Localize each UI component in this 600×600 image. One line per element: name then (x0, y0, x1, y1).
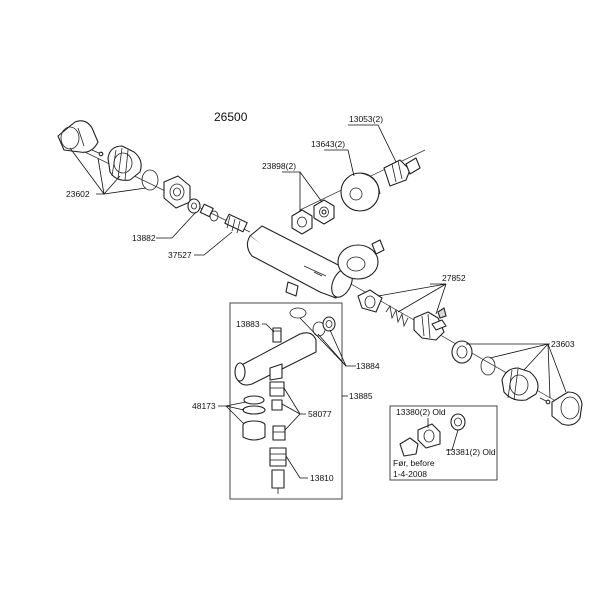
old-version-box (389, 405, 498, 481)
left-oring (141, 169, 159, 191)
label-37527: 37527 (168, 250, 192, 260)
left-handle-screw (91, 149, 104, 157)
left-handle-hub (107, 145, 142, 181)
leader-lines (69, 124, 567, 479)
part-27852-spring (385, 304, 409, 328)
left-nut (163, 175, 191, 209)
part-23898-nut (291, 209, 313, 235)
lower-escutcheon (337, 239, 385, 280)
label-note-before-line1: Før, before (393, 458, 435, 468)
top-oring (289, 307, 307, 319)
label-23602: 23602 (66, 189, 90, 199)
label-13885: 13885 (349, 391, 373, 401)
part-27852-cartridge (413, 307, 447, 341)
main-body (246, 225, 353, 299)
label-13884: 13884 (356, 361, 380, 371)
right-ring-nut (451, 340, 473, 364)
right-handle-knob (551, 391, 583, 426)
label-58077: 58077 (308, 409, 332, 419)
spout-body (234, 332, 317, 386)
left-handle-knob (57, 120, 99, 153)
right-sleeve (357, 289, 383, 313)
part-48173-aerator (242, 395, 266, 441)
left-washer (209, 210, 219, 222)
diagram-title: 26500 (214, 110, 248, 124)
label-27852: 27852 (442, 273, 466, 283)
spout-assembly-box (229, 302, 343, 500)
label-13882: 13882 (132, 233, 156, 243)
label-13381: 13381(2) Old (446, 447, 496, 457)
label-13380: 13380(2) Old (396, 407, 446, 417)
right-oring (480, 356, 496, 376)
part-13882 (187, 198, 214, 218)
part-23898-fitting (313, 199, 335, 225)
label-48173: 48173 (192, 401, 216, 411)
label-note-before-line2: 1-4-2008 (393, 469, 427, 479)
part-13884-seals (312, 316, 336, 337)
part-13643-escutcheon (340, 172, 381, 212)
part-13381-washer (450, 413, 466, 431)
label-23898: 23898(2) (262, 161, 296, 171)
part-13883-pin (272, 327, 282, 343)
part-labels: 23602 13882 37527 23898(2) 13643(2) 1305… (66, 114, 575, 483)
label-23603: 23603 (551, 339, 575, 349)
label-13643: 13643(2) (311, 139, 345, 149)
label-13883: 13883 (236, 319, 260, 329)
part-37527-cartridge (224, 213, 248, 234)
part-13053-connector (383, 157, 421, 187)
part-58077-insert (269, 381, 286, 441)
part-13380-fitting (399, 423, 441, 457)
part-13810-cartridge (269, 447, 287, 494)
label-13810: 13810 (310, 473, 334, 483)
right-handle-hub (501, 367, 539, 401)
right-handle-screw (539, 397, 551, 405)
label-13053: 13053(2) (349, 114, 383, 124)
